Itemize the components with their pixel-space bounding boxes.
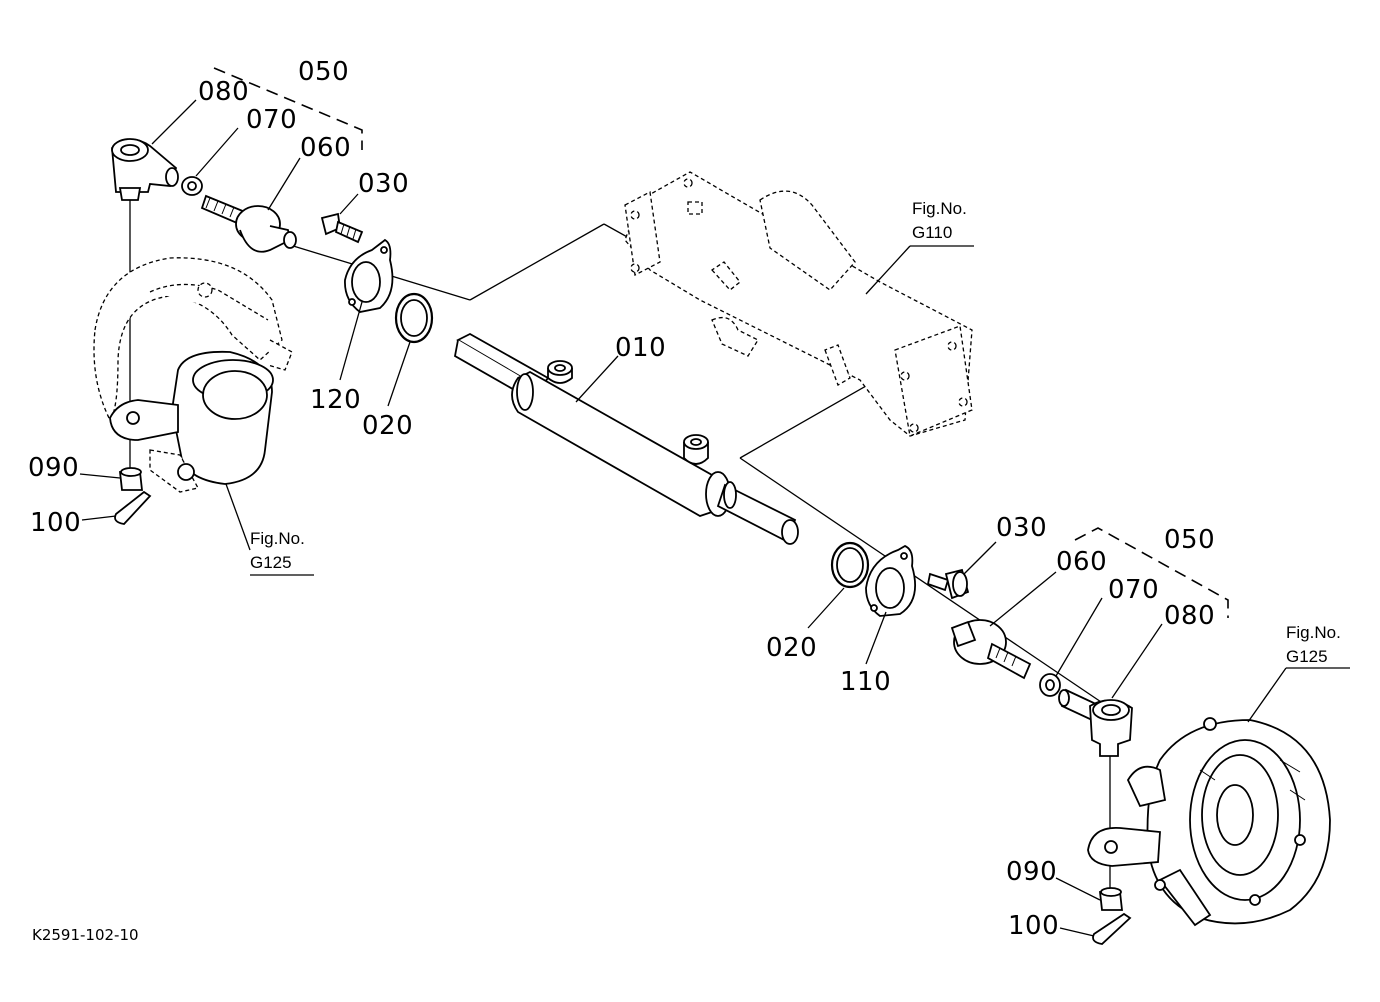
power-steering-cylinder [453, 332, 799, 545]
fig-ref-g125-right-line1: Fig.No. [1286, 623, 1341, 642]
label-050-left: 050 [298, 57, 349, 87]
left-steering-knuckle [93, 257, 293, 493]
left-tie-rod-end [111, 138, 179, 201]
left-cotter-pin [114, 490, 152, 525]
label-110: 110 [840, 667, 891, 697]
fig-ref-g125-left-line2: G125 [250, 553, 292, 572]
right-cotter-pin [1092, 912, 1132, 945]
right-tie-rod-end [1058, 688, 1133, 757]
label-090-left: 090 [28, 453, 79, 483]
right-lock-nut [1039, 673, 1061, 697]
fig-ref-g125-right-line2: G125 [1286, 647, 1328, 666]
label-060-left: 060 [300, 133, 351, 163]
label-120: 120 [310, 385, 361, 415]
right-gasket-110 [865, 544, 916, 617]
label-030-right: 030 [996, 513, 1047, 543]
label-080-left: 080 [198, 77, 249, 107]
fig-ref-g125-left-line1: Fig.No. [250, 529, 305, 548]
label-070-right: 070 [1108, 575, 1159, 605]
assembly-050-bracket-left [213, 67, 363, 150]
right-castle-nut [1098, 887, 1124, 911]
label-020-right: 020 [766, 633, 817, 663]
label-100-left: 100 [30, 508, 81, 538]
left-gasket-120 [344, 238, 394, 313]
label-020-left: 020 [362, 411, 413, 441]
label-070-left: 070 [246, 105, 297, 135]
left-lock-nut [181, 176, 203, 196]
left-castle-nut [118, 467, 144, 491]
label-050-right: 050 [1164, 525, 1215, 555]
label-060-right: 060 [1056, 547, 1107, 577]
left-snap-ring-020 [394, 292, 434, 344]
left-bolt-030 [320, 212, 364, 244]
assembly-050-bracket-right [1074, 527, 1229, 618]
drawing-code: K2591-102-10 [32, 926, 139, 944]
figure-references: Fig.No. G110 Fig.No. G125 Fig.No. G125 [250, 199, 1341, 666]
right-steering-knuckle [1087, 717, 1331, 927]
label-010: 010 [615, 333, 666, 363]
axle-housing-ghost [624, 171, 973, 437]
part-labels: 050 080 070 060 030 010 120 020 090 100 … [28, 57, 1215, 941]
left-ball-joint [200, 194, 297, 253]
fig-ref-g110-line1: Fig.No. [912, 199, 967, 218]
label-100-right: 100 [1008, 911, 1059, 941]
label-030-left: 030 [358, 169, 409, 199]
label-080-right: 080 [1164, 601, 1215, 631]
right-snap-ring-020 [830, 541, 870, 589]
fig-ref-g110-line2: G110 [912, 223, 952, 242]
right-bolt-030 [926, 568, 970, 600]
right-ball-joint [950, 619, 1032, 680]
label-090-right: 090 [1006, 857, 1057, 887]
leader-lines [79, 99, 1350, 937]
